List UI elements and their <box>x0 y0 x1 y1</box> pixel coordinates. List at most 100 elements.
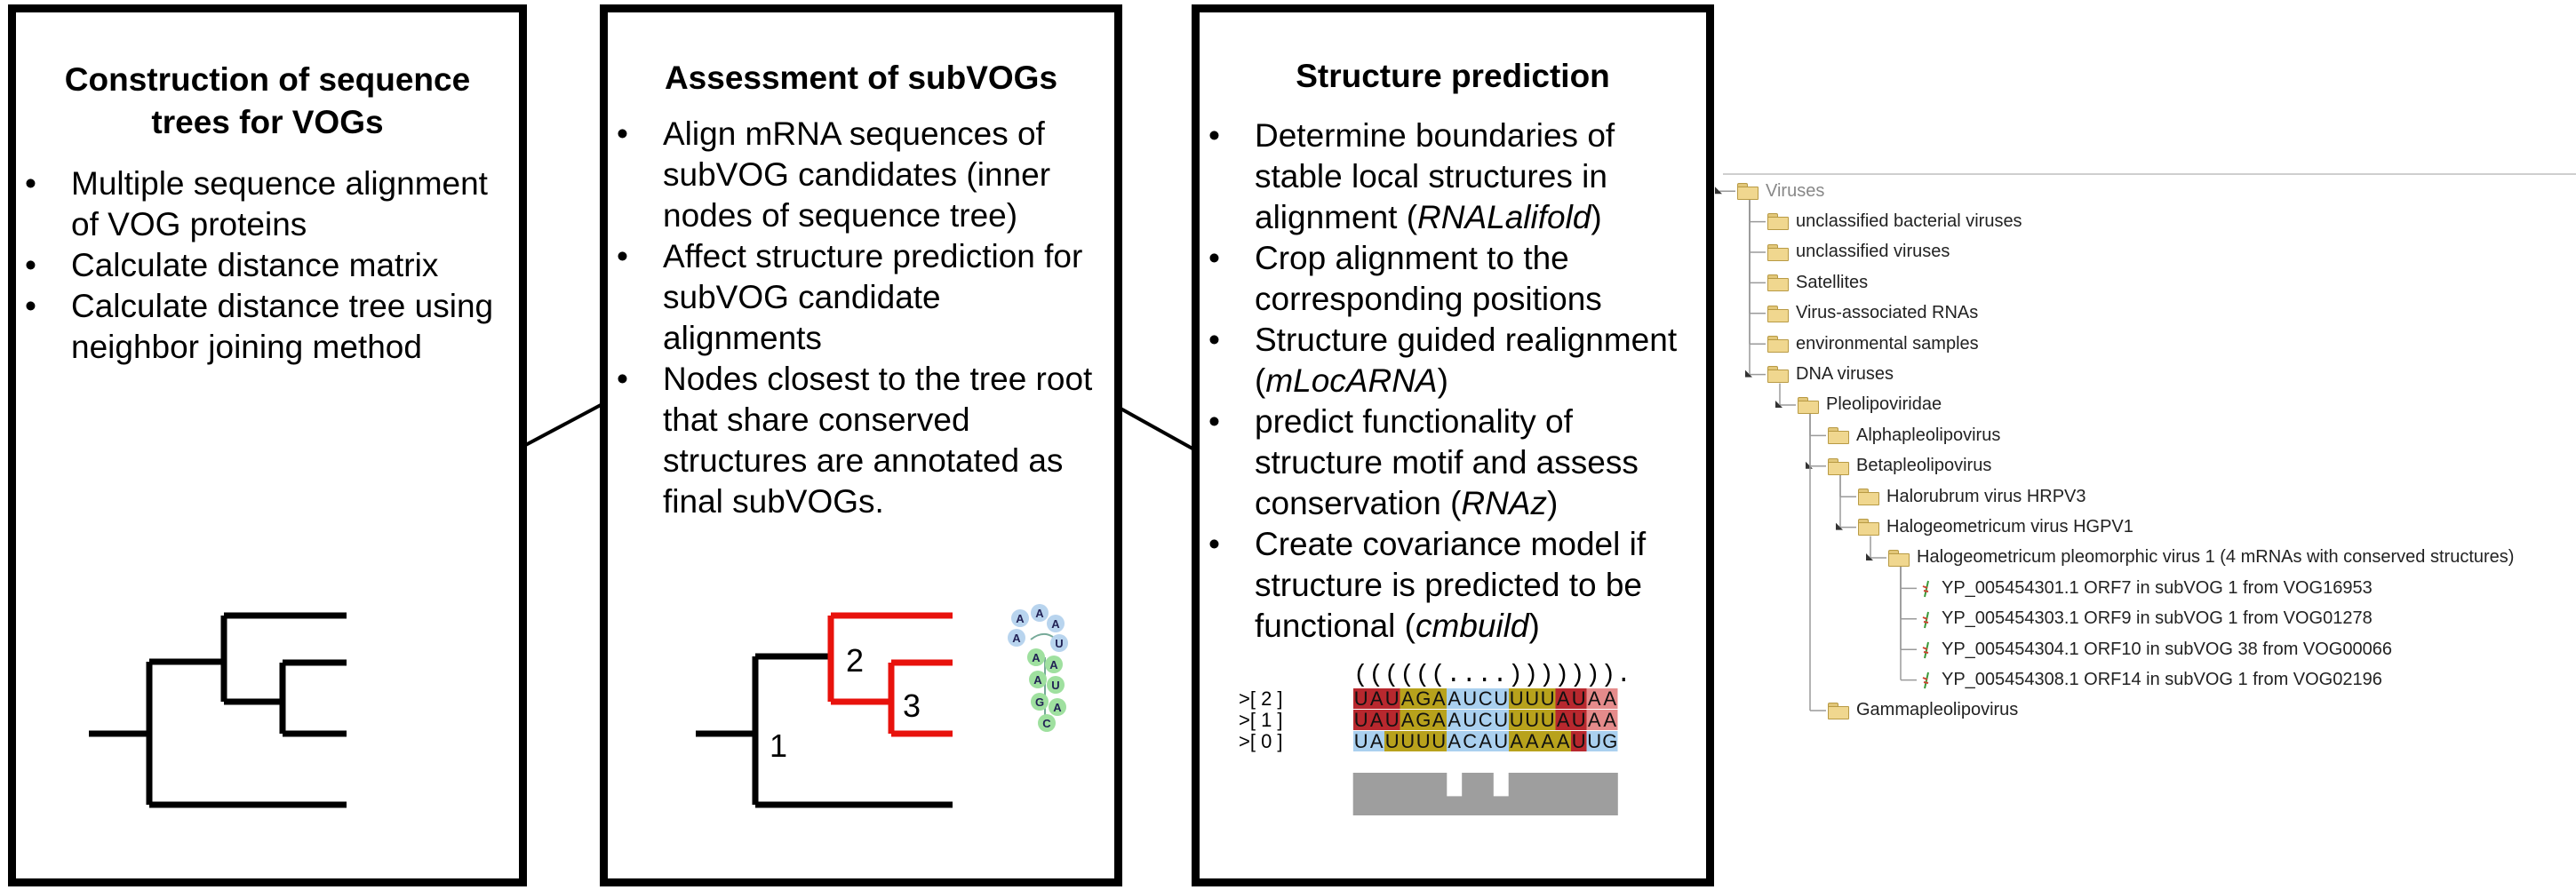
alignment-cell <box>1353 731 1369 751</box>
nucleotide-char: U <box>1510 687 1524 710</box>
tree-folder-node[interactable]: Halorubrum virus HRPV3 <box>1858 481 2086 512</box>
tree-folder-node[interactable]: Alphapleolipovirus <box>1828 420 2000 450</box>
tree-folder-node[interactable]: Betapleolipovirus <box>1828 451 1991 481</box>
panel-structure-prediction: Structure prediction • Determine boundari… <box>1192 4 1714 886</box>
bullet-line: corresponding positions <box>1255 281 1602 317</box>
alignment-cell <box>1478 731 1494 751</box>
bullet-line: Align mRNA sequences of <box>663 115 1045 152</box>
nucleotide-char: U <box>1416 730 1431 752</box>
bullet-line: structure is predicted to be <box>1255 567 1642 603</box>
conservation-bar <box>1539 773 1556 815</box>
alignment-cell <box>1416 710 1432 730</box>
nucleotide-char: U <box>1354 730 1368 752</box>
alignment-cell <box>1586 731 1602 751</box>
bullet-line: alignments <box>663 320 822 356</box>
tree-folder-node[interactable]: Halogeometricum pleomorphic virus 1 (4 m… <box>1888 543 2514 573</box>
tree-leaf-node[interactable]: YP_005454308.1 ORF14 in subVOG 1 from VO… <box>1918 664 2382 695</box>
alignment-cell <box>1478 710 1494 730</box>
bullet-line: Affect structure prediction for <box>663 238 1083 274</box>
node-label-1: 1 <box>770 727 787 764</box>
alignment-cell <box>1571 731 1587 751</box>
tree-folder-node[interactable]: unclassified bacterial viruses <box>1767 206 2022 236</box>
alignment-cell <box>1540 731 1556 751</box>
bullet-line: that share conserved <box>663 401 970 438</box>
tree-node-label: DNA viruses <box>1796 363 1894 384</box>
nucleotide-char: A <box>1432 709 1446 731</box>
tree-folder-node[interactable]: unclassified viruses <box>1767 237 1950 267</box>
alignment-cell <box>1602 710 1618 730</box>
bullet-line: structures are annotated as <box>663 442 1064 479</box>
tool-name: cmbuild <box>1416 608 1529 644</box>
bullet-line: of VOG proteins <box>71 206 307 242</box>
alignment-cell <box>1586 710 1602 730</box>
tree-folder-node[interactable]: environmental samples <box>1767 329 1979 359</box>
expand-toggle-icon[interactable] <box>1836 522 1843 530</box>
expand-toggle-icon[interactable] <box>1806 461 1813 469</box>
tree-folder-node[interactable]: Satellites <box>1767 267 1868 298</box>
nucleotide-char: C <box>1463 730 1477 752</box>
tree-folder-node[interactable]: Viruses <box>1737 176 1824 206</box>
title-line: Structure prediction <box>1296 58 1610 94</box>
alignment-cell <box>1509 731 1525 751</box>
expand-toggle-icon[interactable] <box>1715 187 1722 195</box>
tree-node-label: unclassified bacterial viruses <box>1796 211 2022 231</box>
tree-node-label: unclassified viruses <box>1796 242 1950 262</box>
tree-folder-node[interactable]: Virus-associated RNAs <box>1767 298 1978 329</box>
alignment-cell <box>1353 688 1369 709</box>
folder-icon <box>1858 489 1879 505</box>
tree-node-label: Betapleolipovirus <box>1856 456 1992 476</box>
bullet-line: Structure guided realignment <box>1255 322 1678 358</box>
nucleotide-circle <box>1027 648 1045 666</box>
alignment-cell <box>1509 688 1525 709</box>
nucleotide-char: U <box>1494 730 1508 752</box>
expand-toggle-icon[interactable] <box>1866 553 1873 560</box>
expand-toggle-icon[interactable] <box>1745 370 1752 377</box>
tree-leaf-node[interactable]: YP_005454303.1 ORF9 in subVOG 1 from VOG… <box>1918 604 2373 634</box>
title-line: Construction of sequence <box>64 61 471 98</box>
bullet-line: nodes of sequence tree) <box>663 197 1018 234</box>
nucleotide-char: A <box>1588 687 1601 710</box>
nucleotide-letter: C <box>1042 717 1051 730</box>
nucleotide-char: U <box>1494 709 1508 731</box>
alignment-cell <box>1384 731 1400 751</box>
bullet-line: (mLocARNA) <box>1255 362 1448 399</box>
folder-open-icon <box>1798 396 1819 414</box>
nucleotide-circle <box>1047 615 1065 632</box>
nucleotide-char: U <box>1541 687 1555 710</box>
nucleotide-char: U <box>1354 709 1368 731</box>
tree-folder-node[interactable]: Gammapleolipovirus <box>1828 695 2018 726</box>
bullet-dot: • <box>25 247 36 283</box>
alignment-cell <box>1431 710 1447 730</box>
structure-string: ((((((....))))))). <box>1353 662 1631 689</box>
tree-folder-node[interactable]: Halogeometricum virus HGPV1 <box>1858 512 2133 542</box>
tree-node-label: Satellites <box>1796 272 1869 292</box>
nucleotide-char: A <box>1448 709 1461 731</box>
alignment-cell <box>1555 688 1571 709</box>
bullet-dot: • <box>1208 117 1220 154</box>
bullet-dot: • <box>617 361 628 397</box>
tree-folder-node[interactable]: DNA viruses <box>1767 359 1894 389</box>
nucleotide-char: A <box>1557 730 1570 752</box>
nucleotide-char: U <box>1432 730 1446 752</box>
tool-name: mLocARNA <box>1265 362 1438 399</box>
nucleotide-circle <box>1011 609 1029 627</box>
alignment-cell <box>1368 688 1384 709</box>
tree-folder-node[interactable]: Pleolipoviridae <box>1798 390 1942 420</box>
tree-leaf-node[interactable]: YP_005454301.1 ORF7 in subVOG 1 from VOG… <box>1918 573 2373 603</box>
nucleotide-char: G <box>1602 730 1617 752</box>
bullet-line: stable local structures in <box>1255 158 1607 195</box>
tree-node-label: Halorubrum virus HRPV3 <box>1886 486 2086 506</box>
expand-toggle-icon[interactable] <box>1775 401 1782 408</box>
conservation-bar <box>1570 773 1587 815</box>
nucleotide-char: U <box>1525 709 1539 731</box>
alignment-cell <box>1400 731 1416 751</box>
tree-node-label: Pleolipoviridae <box>1826 394 1942 415</box>
bullet-line: Determine boundaries of <box>1255 117 1615 154</box>
rna-leaf-icon <box>1918 669 1934 690</box>
tree-leaf-node[interactable]: YP_005454304.1 ORF10 in subVOG 38 from V… <box>1918 634 2392 664</box>
conservation-bar <box>1586 773 1603 815</box>
